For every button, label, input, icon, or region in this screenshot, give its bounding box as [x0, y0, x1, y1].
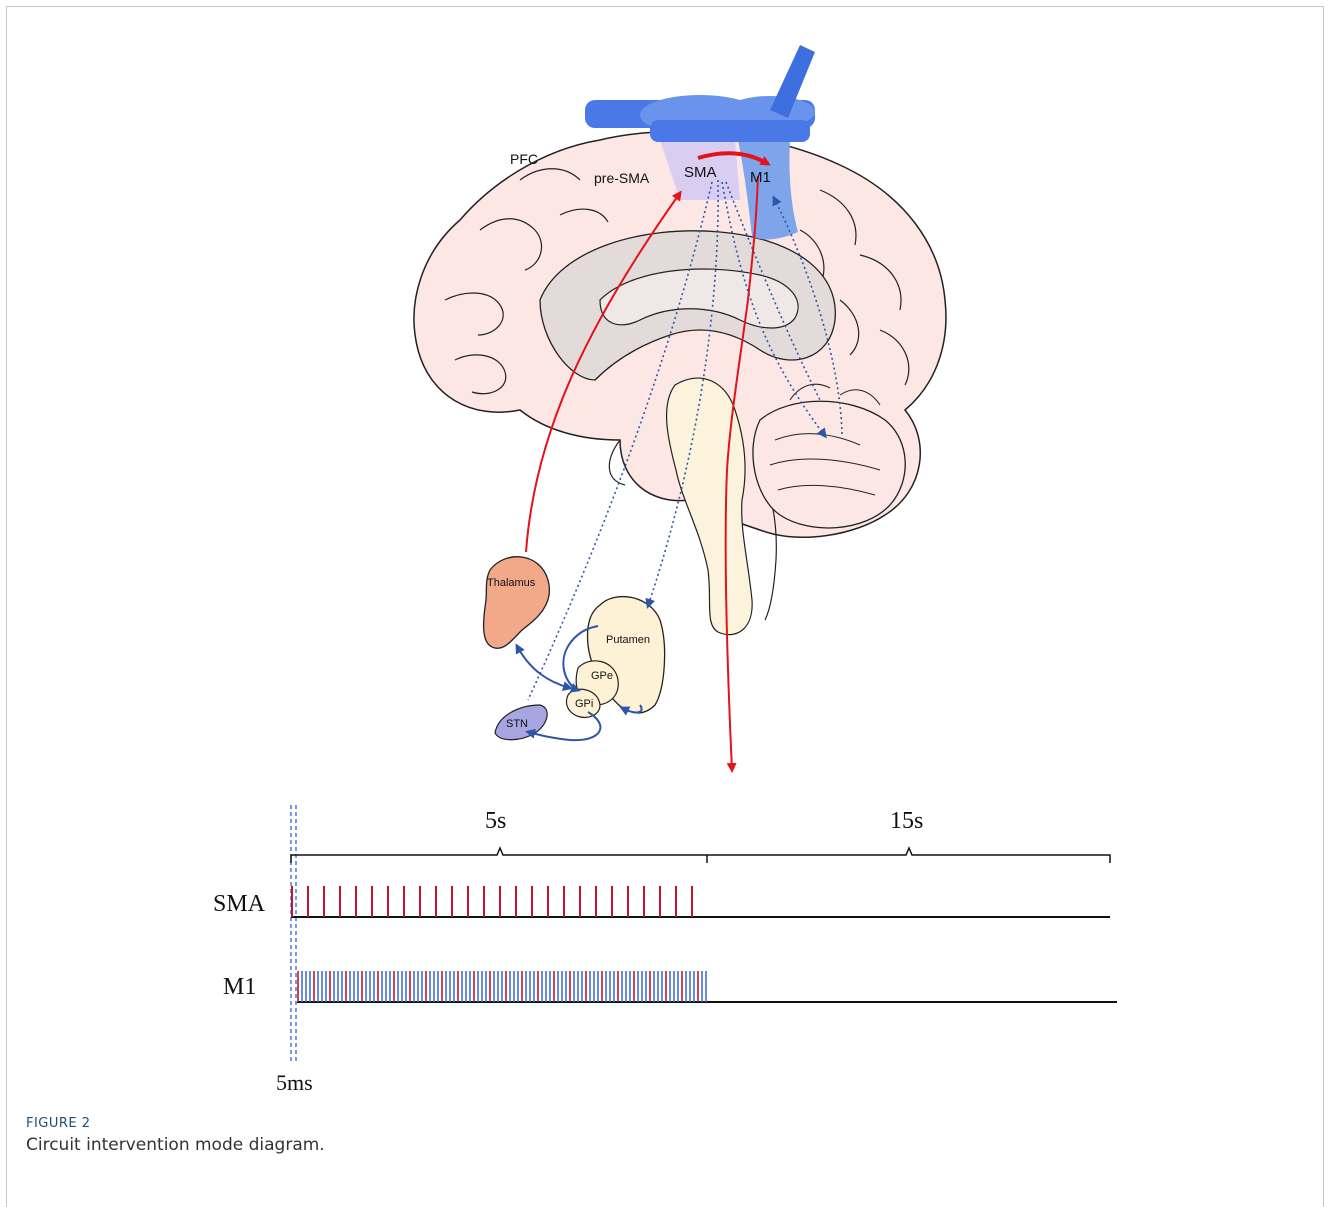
gpe-label: GPe	[591, 670, 613, 682]
tms-coil	[585, 45, 815, 142]
interval-5s-label: 5s	[485, 808, 506, 835]
brain-sagittal	[414, 132, 946, 635]
sma-row-label: SMA	[213, 891, 265, 918]
m1-row-label: M1	[223, 974, 256, 1001]
circuit-diagram	[0, 0, 1330, 1180]
m1-label: M1	[750, 169, 771, 186]
putamen-label: Putamen	[606, 634, 650, 646]
thalamus-stn-link	[517, 646, 570, 688]
m1-pulse-train	[298, 971, 706, 1002]
cerebellum	[753, 401, 905, 528]
sma-pulse-train	[292, 886, 692, 917]
delay-5ms-label: 5ms	[276, 1070, 313, 1096]
pre-sma-label: pre-SMA	[594, 170, 649, 186]
thalamus-label: Thalamus	[487, 577, 535, 589]
stn-label: STN	[506, 718, 528, 730]
pulse-timeline	[291, 805, 1117, 1062]
figure-caption: Circuit intervention mode diagram.	[26, 1135, 325, 1155]
pfc-label: PFC	[510, 151, 538, 167]
time-brace	[291, 848, 1110, 863]
gpi-label: GPi	[575, 698, 593, 710]
interval-15s-label: 15s	[890, 808, 923, 835]
figure-label: FIGURE 2	[26, 1116, 91, 1131]
sma-label: SMA	[684, 164, 717, 181]
thalamus-shape	[484, 557, 550, 649]
